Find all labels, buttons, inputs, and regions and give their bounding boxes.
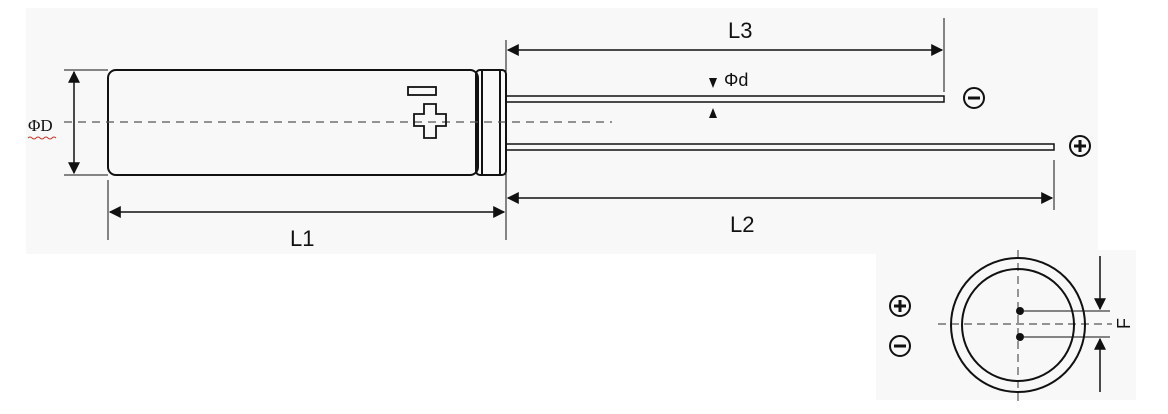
- phi-D-label: ΦD: [28, 116, 53, 135]
- plus-circle-icon: [1069, 135, 1091, 157]
- phi-D-underline: [27, 136, 57, 140]
- side-view-panel: [26, 8, 1098, 254]
- phi-d-dimension: [709, 78, 717, 118]
- L2-label: L2: [730, 212, 754, 237]
- minus-circle-icon: [889, 335, 911, 357]
- minus-circle-icon: [963, 87, 985, 109]
- L3-label: L3: [728, 18, 752, 43]
- phi-d-label: Φd: [724, 70, 748, 90]
- end-view-panel: [876, 250, 1136, 400]
- L1-label: L1: [290, 226, 314, 251]
- end-view: [938, 250, 1112, 406]
- extension-lines: [64, 18, 1055, 240]
- plus-circle-icon: [889, 295, 911, 317]
- sleeve-minus-mark: [407, 86, 437, 96]
- F-label: F: [1114, 318, 1134, 329]
- sleeve-plus-mark: [413, 103, 447, 139]
